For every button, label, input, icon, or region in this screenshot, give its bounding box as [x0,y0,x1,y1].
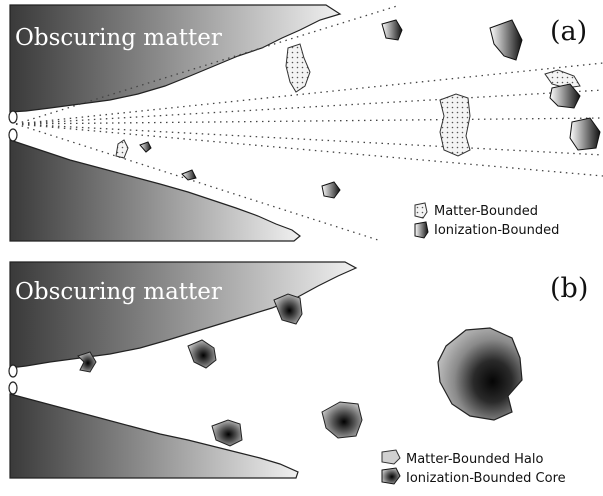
panel-a: Obscuring matter [9,5,603,241]
matter-bounded-legend-label: Matter-Bounded [434,204,538,219]
ionization-bounded-cloud [490,20,522,60]
halo-legend-swatch [382,450,400,464]
matter-bounded-cloud [440,94,470,156]
legend-b: Matter-Bounded Halo Ionization-Bounded C… [382,450,566,486]
legend-a: Matter-Bounded Ionization-Bounded [415,203,559,238]
ionization-bounded-cloud [182,170,196,180]
nucleus-lower-b [9,382,17,394]
panel-label-b: (b) [550,273,588,304]
nucleus-lower-a [9,129,17,141]
ionization-bounded-cloud [570,118,600,150]
ionization-bounded-legend-label: Ionization-Bounded [434,223,559,238]
ionization-bounded-cloud [140,142,151,152]
obscuring-wedge-lower-b [10,394,298,478]
nucleus-upper-a [9,111,17,123]
ionization-bounded-cloud [550,84,580,108]
ray [16,124,603,176]
ionization-bounded-cloud [322,182,340,198]
nucleus-upper-b [9,365,17,377]
panel-b: Obscuring matter (b) Matter-Bounded Halo… [9,262,588,486]
halo-core-cloud [274,294,302,324]
core-legend-swatch [382,468,400,484]
halo-legend-label: Matter-Bounded Halo [406,452,543,467]
halo-core-cloud [212,420,242,446]
ray [16,118,603,124]
panel-label-a: (a) [550,16,587,47]
obscuring-wedge-upper-b [10,262,356,368]
large-halo-core-cloud [438,328,522,420]
ionization-bounded-cloud [382,20,402,40]
halo-core-cloud [322,402,362,438]
obscuring-matter-label-a: Obscuring matter [15,25,222,51]
core-legend-label: Ionization-Bounded Core [406,471,566,486]
matter-bounded-cloud [116,140,128,158]
obscuring-matter-label-b: Obscuring matter [15,279,222,305]
halo-core-cloud [188,340,216,368]
ionization-bounded-legend-swatch [415,222,428,238]
obscuring-wedge-lower-a [10,140,300,241]
matter-bounded-legend-swatch [415,203,427,218]
matter-bounded-cloud [286,44,310,92]
